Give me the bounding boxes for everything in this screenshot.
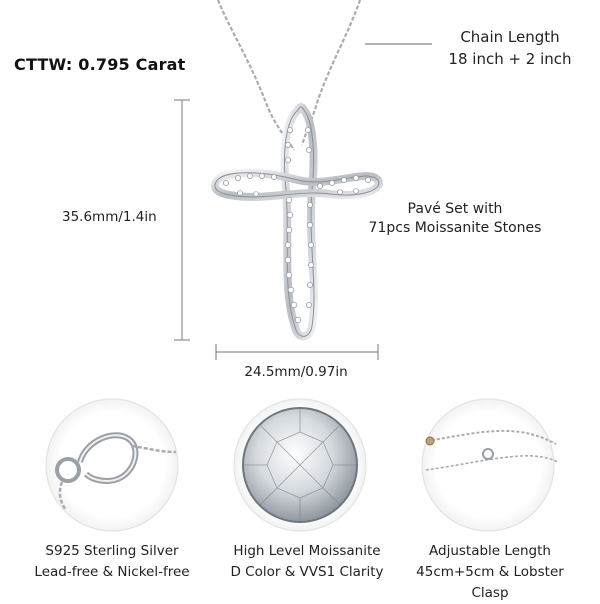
feature-circle-adjustable	[421, 398, 559, 532]
feature-caption-adjustable: Adjustable Length 45cm+5cm & Lobster Cla…	[400, 541, 580, 604]
width-dimension	[215, 344, 379, 360]
feature-circle-moissanite	[233, 398, 367, 532]
feature-caption-line1: High Level Moissanite	[233, 543, 381, 559]
chain-length-value: 18 inch + 2 inch	[448, 50, 572, 68]
feature-caption-silver: S925 Sterling Silver Lead-free & Nickel-…	[22, 541, 202, 583]
feature-caption-line1: S925 Sterling Silver	[45, 543, 179, 559]
feature-caption-line1: Adjustable Length	[429, 543, 551, 559]
feature-caption-line2: Lead-free & Nickel-free	[34, 564, 190, 580]
feature-caption-line2: D Color & VVS1 Clarity	[230, 564, 384, 580]
feature-circle-silver	[45, 398, 179, 532]
height-dimension	[174, 99, 190, 341]
height-label: 35.6mm/1.4in	[62, 209, 157, 225]
width-label: 24.5mm/0.97in	[244, 364, 348, 380]
feature-caption-line2: 45cm+5cm & Lobster Clasp	[416, 564, 564, 601]
stones-line2: 71pcs Moissanite Stones	[368, 220, 542, 236]
cttw-label: CTTW: 0.795 Carat	[14, 55, 186, 74]
chain-length-label: Chain Length 18 inch + 2 inch	[440, 26, 580, 70]
chain-length-title: Chain Length	[460, 28, 560, 46]
cross-pendant	[211, 103, 383, 341]
stones-line1: Pavé Set with	[407, 201, 503, 217]
feature-caption-moissanite: High Level Moissanite D Color & VVS1 Cla…	[217, 541, 397, 583]
stones-label: Pavé Set with 71pcs Moissanite Stones	[360, 200, 550, 238]
